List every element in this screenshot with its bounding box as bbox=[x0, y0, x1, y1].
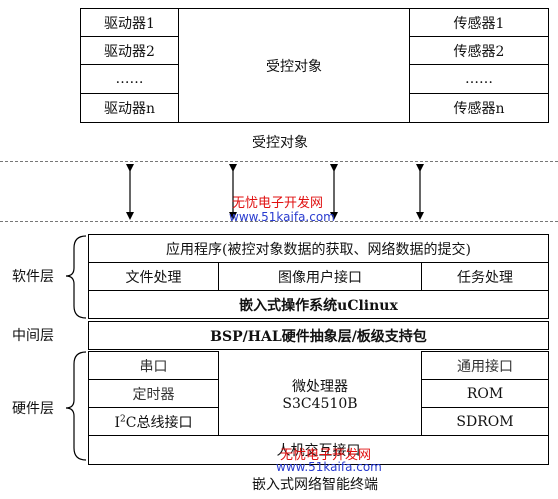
microprocessor-label: 微处理器 bbox=[292, 378, 348, 395]
hardware-brace bbox=[65, 351, 87, 461]
microprocessor-box: 微处理器 S3C4510B bbox=[218, 351, 422, 436]
sdram-box: SDROM bbox=[421, 407, 549, 436]
terminal-caption: 嵌入式网络智能终端 bbox=[252, 477, 378, 493]
microprocessor-model: S3C4510B bbox=[282, 395, 358, 412]
rom-box: ROM bbox=[421, 379, 549, 408]
software-brace bbox=[65, 235, 87, 319]
hardware-layer-label: 硬件层 bbox=[12, 401, 54, 417]
sensor-n: 传感器n bbox=[409, 93, 549, 123]
controlled-object-caption: 受控对象 bbox=[252, 135, 308, 151]
software-layer-label: 软件层 bbox=[12, 269, 54, 285]
sensor-1: 传感器1 bbox=[409, 8, 549, 37]
separator-top bbox=[0, 161, 558, 162]
driver-n: 驱动器n bbox=[80, 93, 179, 123]
serial-port-box: 串口 bbox=[88, 351, 219, 380]
controlled-object-center: 受控对象 bbox=[178, 8, 410, 123]
watermark-text-top: 无忧电子开发网 bbox=[232, 196, 324, 211]
i2c-label: I2C总线接口 bbox=[114, 413, 193, 431]
task-processing-box: 任务处理 bbox=[421, 262, 549, 291]
general-io-box: 通用接口 bbox=[421, 351, 549, 380]
watermark-url-top: www.51kaifa.com bbox=[229, 210, 335, 224]
gui-box: 图像用户接口 bbox=[218, 262, 422, 291]
watermark-url-bottom: www.51kaifa.com bbox=[276, 460, 382, 474]
hci-box: 人机交互接口 bbox=[88, 435, 549, 465]
embedded-os-box: 嵌入式操作系统uClinux bbox=[88, 290, 549, 319]
sensor-2: 传感器2 bbox=[409, 36, 549, 65]
application-box: 应用程序(被控对象数据的获取、网络数据的提交) bbox=[88, 234, 549, 263]
file-processing-box: 文件处理 bbox=[88, 262, 219, 291]
middle-layer-label: 中间层 bbox=[12, 328, 54, 344]
watermark-text-bottom: 无忧电子开发网 bbox=[280, 448, 372, 463]
bsp-hal-box: BSP/HAL硬件抽象层/板级支持包 bbox=[88, 321, 549, 350]
i2c-bus-box: I2C总线接口 bbox=[88, 407, 219, 436]
separator-bottom bbox=[0, 221, 558, 222]
timer-box: 定时器 bbox=[88, 379, 219, 408]
driver-1: 驱动器1 bbox=[80, 8, 179, 37]
sensor-ellipsis: …… bbox=[409, 64, 549, 94]
